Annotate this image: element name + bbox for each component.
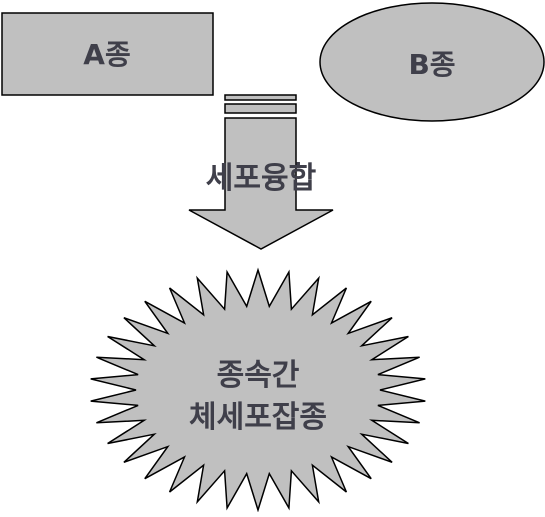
species-a-label: A종: [83, 38, 130, 71]
result-node: 종속간 체세포잡종: [90, 267, 426, 513]
species-b-ellipse: [319, 2, 545, 122]
result-line2: 체세포잡종: [189, 400, 327, 435]
result-starburst: [90, 267, 426, 513]
species-a-box: [1, 12, 214, 96]
species-b-label: B종: [408, 48, 455, 81]
arrow-body: [188, 117, 334, 250]
fusion-arrow: 세포융합: [188, 94, 334, 250]
species-a-node: A종: [1, 12, 214, 96]
species-b-node: B종: [319, 2, 545, 122]
arrow-stripe-2: [224, 103, 297, 114]
arrow-stripe-1: [224, 94, 297, 101]
process-label: 세포융합: [206, 161, 317, 196]
result-line1: 종속간: [217, 358, 300, 393]
